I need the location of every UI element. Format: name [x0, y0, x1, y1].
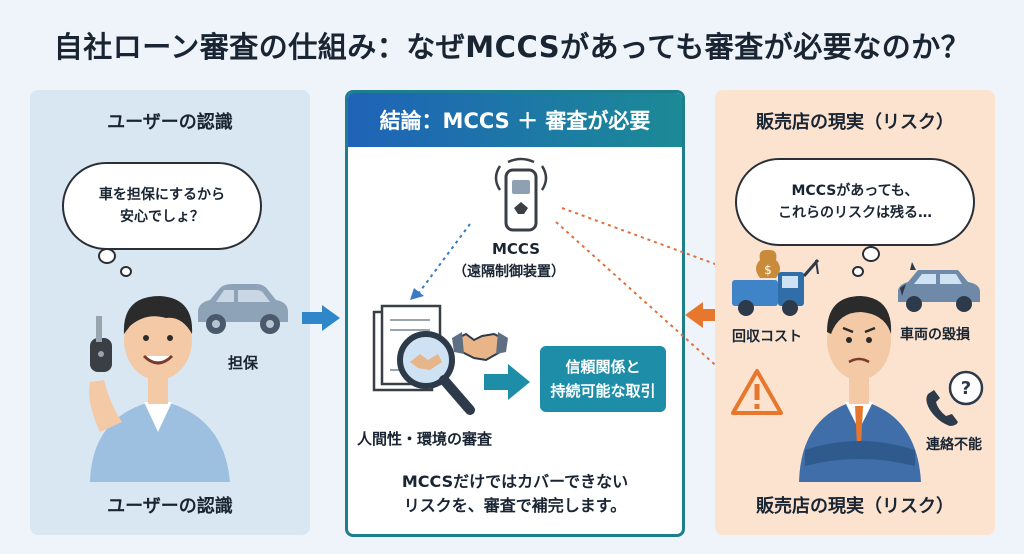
phone-question-icon: ? [926, 370, 984, 426]
risk-damage-label: 車両の毀損 [900, 327, 970, 343]
trust-result-line1: 信頼関係と [565, 358, 641, 376]
risk-recovery-label: 回収コスト [732, 329, 802, 345]
user-panel-footer: ユーザーの認識 [107, 496, 233, 517]
user-bubble-line2: 安心でしょ？ [120, 209, 204, 225]
page-title: 自社ローン審査の仕組み：なぜMCCSがあっても審査が必要なのか？ [53, 30, 971, 64]
handshake-icon [452, 332, 508, 362]
dealer-thought-bubble: MCCSがあっても、 これらのリスクは残る… [735, 158, 975, 246]
arrow-left-icon [685, 302, 723, 328]
user-bubble-dot-small [120, 266, 132, 277]
user-panel-heading: ユーザーの認識 [107, 112, 233, 133]
dealer-bubble-line2: これらのリスクは残る… [778, 205, 932, 221]
money-bag-icon: $ [764, 263, 772, 277]
dealer-bubble-dot-small [852, 266, 864, 277]
key-icon [90, 316, 112, 372]
document-magnifier-icon [372, 304, 475, 415]
smiling-user-icon [89, 296, 230, 482]
worried-businessman-icon [799, 296, 921, 482]
car-icon [198, 284, 288, 334]
risk-contact-label: 連絡不能 [926, 437, 982, 453]
conclusion-heading: 結論：MCCS ＋ 審査が必要 [348, 93, 682, 147]
mccs-label: MCCS [492, 240, 541, 258]
dealer-panel-heading: 販売店の現実（リスク） [756, 112, 954, 133]
dealer-panel-footer: 販売店の現実（リスク） [756, 496, 954, 517]
damaged-car-icon [898, 262, 980, 312]
conclusion-footer-line2: リスクを、審査で補完します。 [403, 496, 627, 515]
conclusion-footer: MCCSだけではカバーできない リスクを、審査で補完します。 [345, 470, 685, 518]
dealer-bubble-line1: MCCSがあっても、 [791, 183, 919, 199]
conclusion-footer-line1: MCCSだけではカバーできない [401, 472, 629, 491]
collateral-label: 担保 [228, 354, 259, 372]
trust-result-line2: 持続可能な取引 [550, 382, 656, 400]
arrow-right-icon [302, 305, 340, 331]
user-bubble-dot-large [98, 248, 116, 264]
smart-device-icon [494, 157, 548, 232]
svg-text:?: ? [961, 378, 971, 399]
mccs-sublabel: （遠隔制御装置） [453, 264, 565, 280]
warning-icon [731, 369, 783, 415]
tow-truck-icon: $ [732, 250, 820, 316]
dealer-bubble-dot-large [862, 246, 880, 262]
result-arrow-icon [484, 364, 530, 400]
user-thought-bubble: 車を担保にするから 安心でしょ？ [62, 162, 262, 250]
screening-label: 人間性・環境の審査 [357, 430, 493, 448]
user-bubble-line1: 車を担保にするから [98, 187, 226, 203]
trust-result-box: 信頼関係と 持続可能な取引 [540, 346, 666, 412]
